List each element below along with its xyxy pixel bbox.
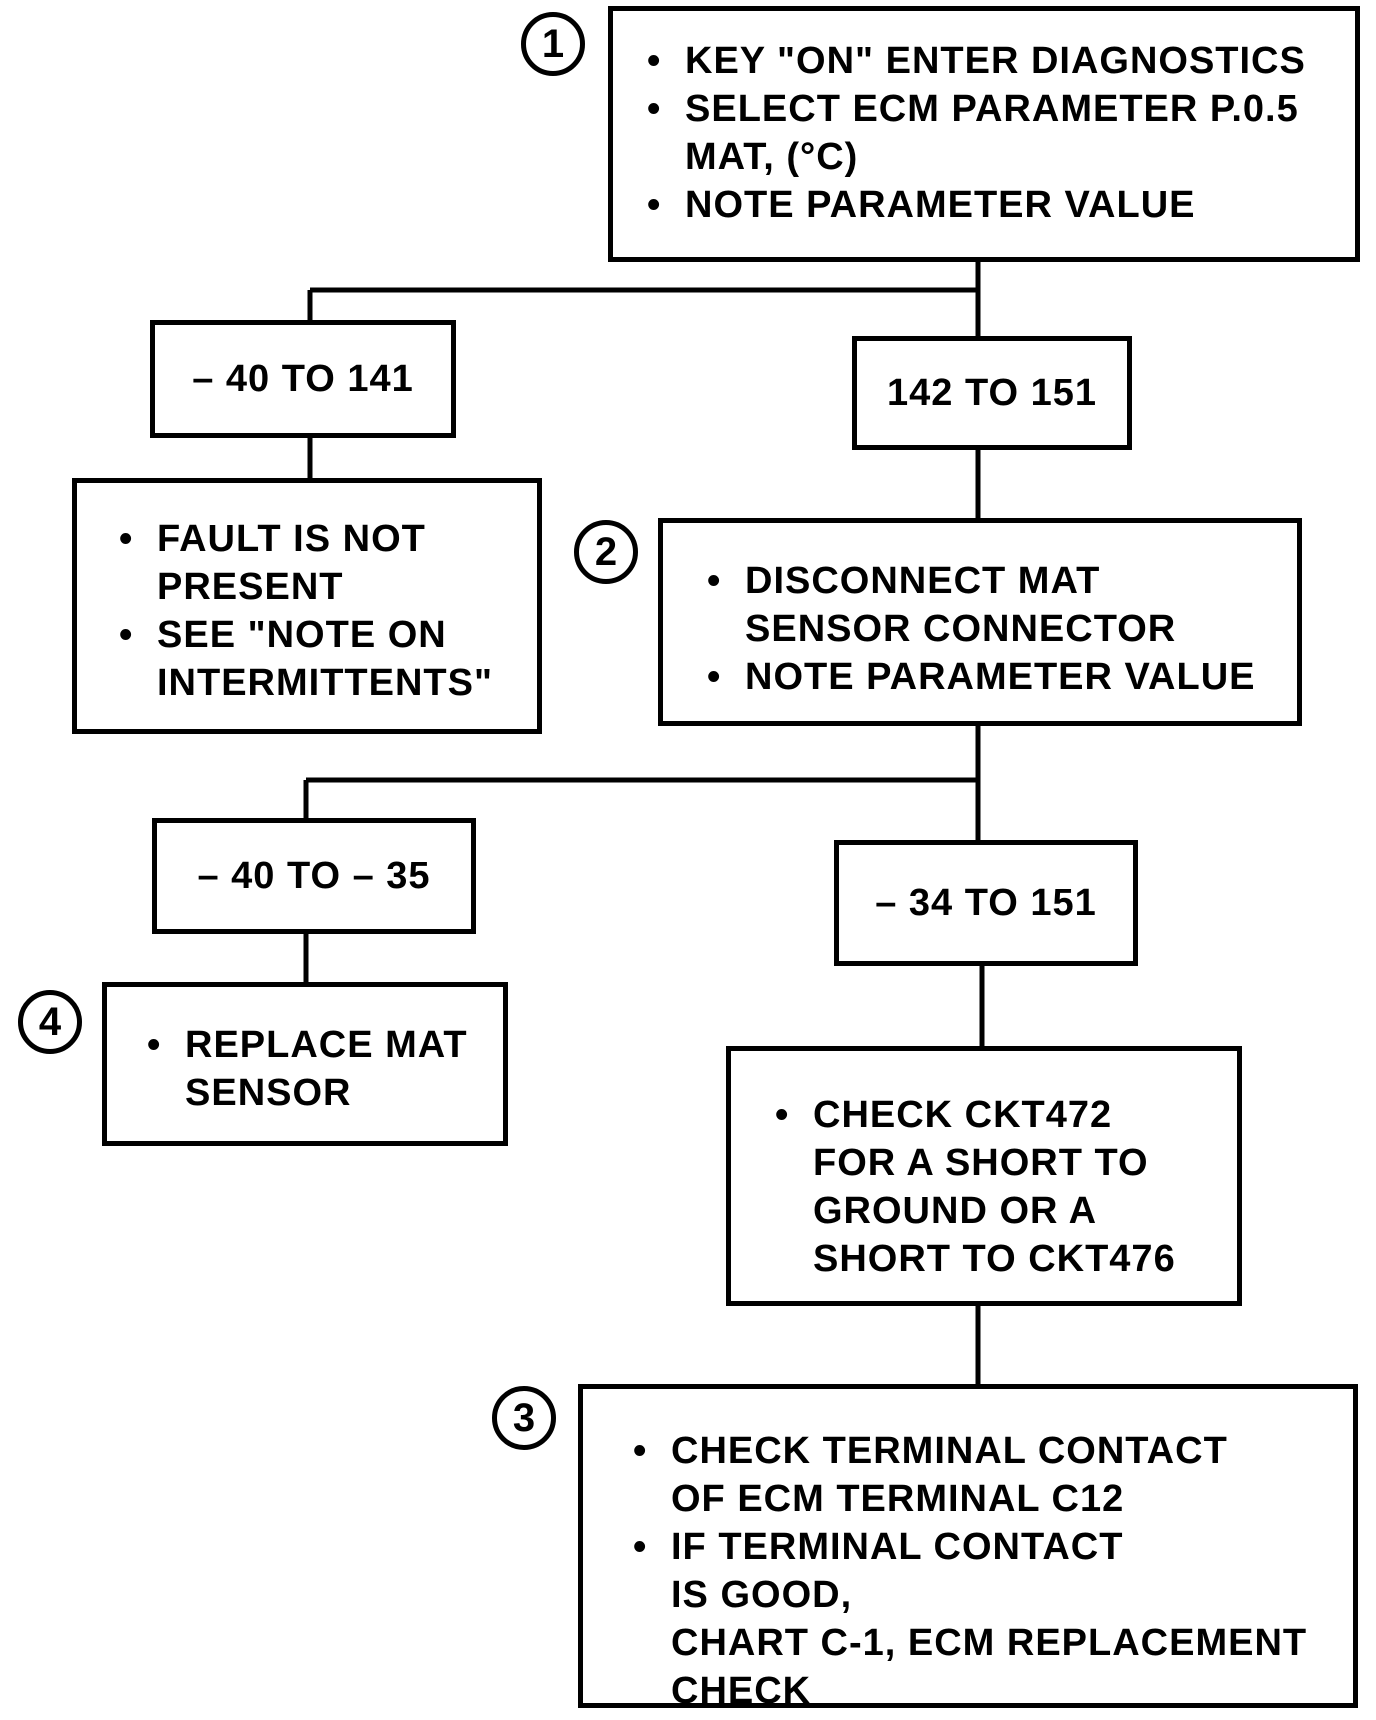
range-b-box: 142 TO 151 bbox=[852, 336, 1132, 450]
check-ckt-box-list: CHECK CKT472 FOR A SHORT TO GROUND OR A … bbox=[769, 1091, 1237, 1283]
start-box-bullet: KEY "ON" ENTER DIAGNOSTICS bbox=[641, 37, 1355, 85]
range-c-label: – 40 TO – 35 bbox=[197, 854, 431, 897]
start-box-bullet: SELECT ECM PARAMETER P.0.5 MAT, (°C) bbox=[641, 85, 1355, 181]
start-box: KEY "ON" ENTER DIAGNOSTICS SELECT ECM PA… bbox=[608, 6, 1360, 262]
replace-box-list: REPLACE MAT SENSOR bbox=[141, 1021, 503, 1117]
fault-box: FAULT IS NOT PRESENT SEE "NOTE ON INTERM… bbox=[72, 478, 542, 734]
terminal-box-bullet: IF TERMINAL CONTACT IS GOOD, CHART C-1, … bbox=[627, 1523, 1353, 1715]
disconnect-box: DISCONNECT MAT SENSOR CONNECTOR NOTE PAR… bbox=[658, 518, 1302, 726]
step-2-marker: 2 bbox=[574, 520, 638, 584]
replace-box-bullet: REPLACE MAT SENSOR bbox=[141, 1021, 503, 1117]
start-box-list: KEY "ON" ENTER DIAGNOSTICS SELECT ECM PA… bbox=[641, 37, 1355, 229]
range-b-label: 142 TO 151 bbox=[886, 371, 1097, 414]
range-c-box: – 40 TO – 35 bbox=[152, 818, 476, 934]
terminal-box-list: CHECK TERMINAL CONTACT OF ECM TERMINAL C… bbox=[627, 1427, 1353, 1715]
range-d-box: – 34 TO 151 bbox=[834, 840, 1138, 966]
range-a-box: – 40 TO 141 bbox=[150, 320, 456, 438]
range-a-label: – 40 TO 141 bbox=[192, 357, 414, 400]
fault-box-list: FAULT IS NOT PRESENT SEE "NOTE ON INTERM… bbox=[113, 515, 537, 707]
check-ckt-box-bullet: CHECK CKT472 FOR A SHORT TO GROUND OR A … bbox=[769, 1091, 1237, 1283]
step-4-marker: 4 bbox=[18, 990, 82, 1054]
disconnect-box-bullet: NOTE PARAMETER VALUE bbox=[701, 653, 1297, 701]
terminal-box-bullet: CHECK TERMINAL CONTACT OF ECM TERMINAL C… bbox=[627, 1427, 1353, 1523]
step-3-marker: 3 bbox=[492, 1386, 556, 1450]
disconnect-box-bullet: DISCONNECT MAT SENSOR CONNECTOR bbox=[701, 557, 1297, 653]
disconnect-box-list: DISCONNECT MAT SENSOR CONNECTOR NOTE PAR… bbox=[701, 557, 1297, 701]
check-ckt-box: CHECK CKT472 FOR A SHORT TO GROUND OR A … bbox=[726, 1046, 1242, 1306]
fault-box-bullet: FAULT IS NOT PRESENT bbox=[113, 515, 537, 611]
step-1-marker: 1 bbox=[521, 12, 585, 76]
range-d-label: – 34 TO 151 bbox=[875, 881, 1097, 924]
fault-box-bullet: SEE "NOTE ON INTERMITTENTS" bbox=[113, 611, 537, 707]
replace-box: REPLACE MAT SENSOR bbox=[102, 982, 508, 1146]
start-box-bullet: NOTE PARAMETER VALUE bbox=[641, 181, 1355, 229]
terminal-box: CHECK TERMINAL CONTACT OF ECM TERMINAL C… bbox=[578, 1384, 1358, 1712]
